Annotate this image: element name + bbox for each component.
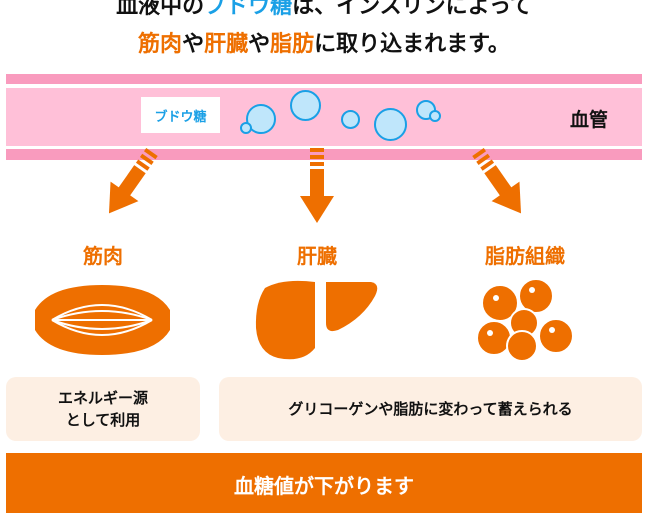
muscle-usage-box: エネルギー源として利用 <box>6 377 200 441</box>
muscle-label: 筋肉 <box>83 244 123 268</box>
arrows <box>108 147 522 223</box>
title-text: や <box>248 32 271 57</box>
glucose-label: ブドウ糖 <box>141 97 220 133</box>
vessel-label: 血管 <box>570 109 609 131</box>
title-text: や <box>182 32 205 57</box>
title-line-2: 筋肉や肝臓や脂肪に取り込まれます。 <box>0 26 648 58</box>
arrow-to-fat <box>472 147 522 214</box>
fat-tissue-label: 脂肪組織 <box>485 244 565 268</box>
title-highlight: 脂肪 <box>270 32 315 57</box>
arrow-to-liver <box>300 148 334 223</box>
vessel-wall-top <box>6 74 642 84</box>
glucose-bubble <box>290 90 321 121</box>
title-text: に取り込まれます。 <box>314 32 510 57</box>
title-highlight: 筋肉 <box>138 32 183 57</box>
box-text: として利用 <box>65 411 141 429</box>
arrow-to-muscle <box>108 147 158 214</box>
title-text: は、インスリンによって <box>292 0 532 19</box>
glucose-bubble <box>429 110 441 122</box>
fat-cells-icon <box>476 278 574 362</box>
liver-icon <box>255 280 378 360</box>
box-text: エネルギー源 <box>57 389 148 407</box>
liver-label: 肝臓 <box>297 244 337 268</box>
title-line-1: 血液中のブドウ糖は、インスリンによって <box>0 0 648 20</box>
result-banner: 血糖値が下がります <box>6 453 642 513</box>
title-text: 血液中の <box>116 0 205 19</box>
storage-box: グリコーゲンや脂肪に変わって蓄えられる <box>219 377 642 441</box>
glucose-bubble <box>341 110 360 129</box>
glucose-bubble <box>240 122 252 134</box>
title-highlight: 肝臓 <box>204 32 249 57</box>
vessel-wall-bottom <box>6 149 642 160</box>
title-highlight-glucose: ブドウ糖 <box>204 0 293 19</box>
blood-vessel <box>6 88 642 146</box>
glucose-bubble <box>374 108 407 141</box>
box-text: グリコーゲンや脂肪に変わって蓄えられる <box>288 400 573 418</box>
muscle-icon <box>35 285 170 355</box>
